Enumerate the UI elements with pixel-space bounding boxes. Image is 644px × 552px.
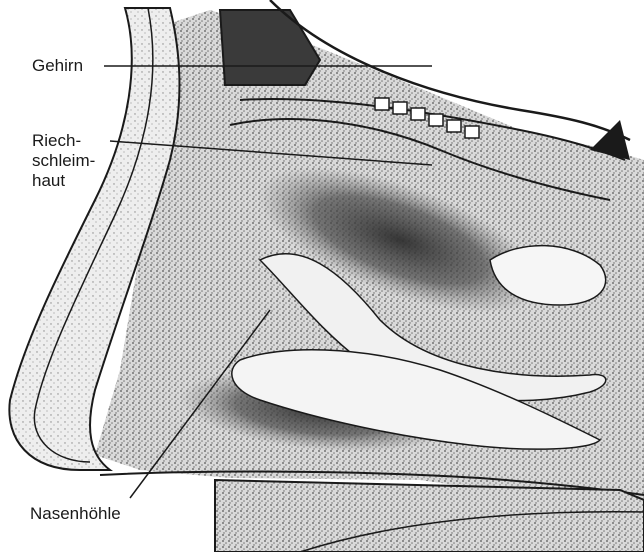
brain-region (220, 10, 320, 85)
label-olfactory-mucosa-line1: Riech- (32, 131, 95, 151)
label-olfactory-mucosa-line2: schleim- (32, 151, 95, 171)
label-olfactory-mucosa: Riech- schleim- haut (32, 131, 95, 191)
label-nasal-cavity: Nasenhöhle (30, 504, 121, 524)
label-brain: Gehirn (32, 56, 83, 76)
palate-bone (215, 480, 644, 552)
label-olfactory-mucosa-line3: haut (32, 171, 95, 191)
